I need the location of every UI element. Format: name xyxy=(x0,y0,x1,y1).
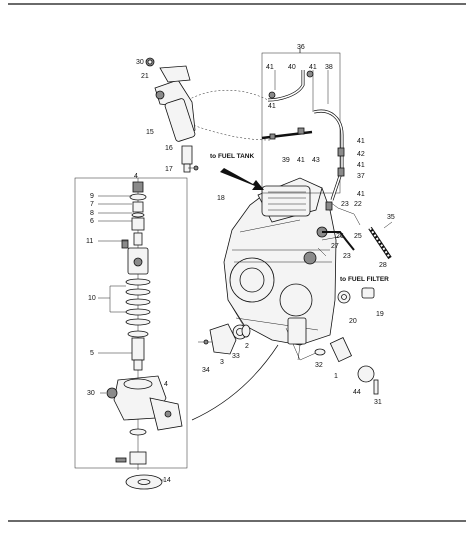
callout-41-c: 41 xyxy=(268,103,276,110)
callout-15: 15 xyxy=(146,129,154,136)
callout-41-d: 41 xyxy=(297,157,305,164)
callout-28: 28 xyxy=(379,262,387,269)
callout-37: 37 xyxy=(357,173,365,180)
injection-pump-exploded xyxy=(74,177,188,490)
callout-44: 44 xyxy=(353,389,361,396)
fuel-injector xyxy=(145,57,199,173)
callout-7: 7 xyxy=(90,201,94,208)
callout-41-a: 41 xyxy=(266,64,274,71)
callout-22: 22 xyxy=(354,201,362,208)
callout-41-f: 41 xyxy=(357,162,365,169)
callout-41-e: 41 xyxy=(357,138,365,145)
callout-10: 10 xyxy=(88,295,96,302)
fuel-pipe-assembly xyxy=(261,48,345,201)
callout-40: 40 xyxy=(288,64,296,71)
leader-dotted-pipe-2 xyxy=(189,123,271,141)
callout-35: 35 xyxy=(387,214,395,221)
callout-17: 17 xyxy=(165,166,173,173)
callout-20: 20 xyxy=(349,318,357,325)
callout-38: 38 xyxy=(325,64,333,71)
callout-4-top: 4 xyxy=(134,173,138,180)
callout-27: 27 xyxy=(331,243,339,250)
callout-labels: 30 21 36 41 40 41 38 41 15 16 17 to FUEL… xyxy=(86,44,395,484)
callout-6: 6 xyxy=(90,218,94,225)
front-cover-parts xyxy=(198,323,251,355)
callout-42: 42 xyxy=(357,151,365,158)
callout-33: 33 xyxy=(232,353,240,360)
callout-9: 9 xyxy=(90,193,94,200)
callout-26: 26 xyxy=(336,233,344,240)
callout-14: 14 xyxy=(163,477,171,484)
fuel-tank-arrow xyxy=(220,168,264,190)
callout-30-top: 30 xyxy=(136,59,144,66)
note-to-fuel-filter: to FUEL FILTER xyxy=(340,276,389,283)
callout-21: 21 xyxy=(141,73,149,80)
callout-8: 8 xyxy=(90,210,94,217)
callout-32: 32 xyxy=(315,362,323,369)
callout-23-a: 23 xyxy=(341,201,349,208)
callout-41-g: 41 xyxy=(357,191,365,198)
leaders-left xyxy=(98,195,164,481)
callout-30-bottom: 30 xyxy=(87,390,95,397)
callout-3: 3 xyxy=(220,359,224,366)
callout-23-b: 23 xyxy=(343,253,351,260)
callout-39: 39 xyxy=(282,157,290,164)
callout-2: 2 xyxy=(245,343,249,350)
callout-4-bottom: 4 xyxy=(164,381,168,388)
callout-5: 5 xyxy=(90,350,94,357)
callout-31: 31 xyxy=(374,399,382,406)
callout-25: 25 xyxy=(354,233,362,240)
callout-41-b: 41 xyxy=(309,64,317,71)
callout-19: 19 xyxy=(376,311,384,318)
callout-11: 11 xyxy=(86,238,93,245)
callout-16: 16 xyxy=(165,145,173,152)
engine-block xyxy=(223,177,337,361)
note-to-fuel-tank: to FUEL TANK xyxy=(210,153,254,160)
callout-1: 1 xyxy=(334,373,338,380)
callout-34: 34 xyxy=(202,367,210,374)
callout-18: 18 xyxy=(217,195,225,202)
callout-36: 36 xyxy=(297,44,305,51)
pump-to-engine-line xyxy=(191,344,279,421)
leader-dotted-pipe xyxy=(187,90,269,101)
right-side-parts xyxy=(314,201,393,395)
callout-43: 43 xyxy=(312,157,320,164)
